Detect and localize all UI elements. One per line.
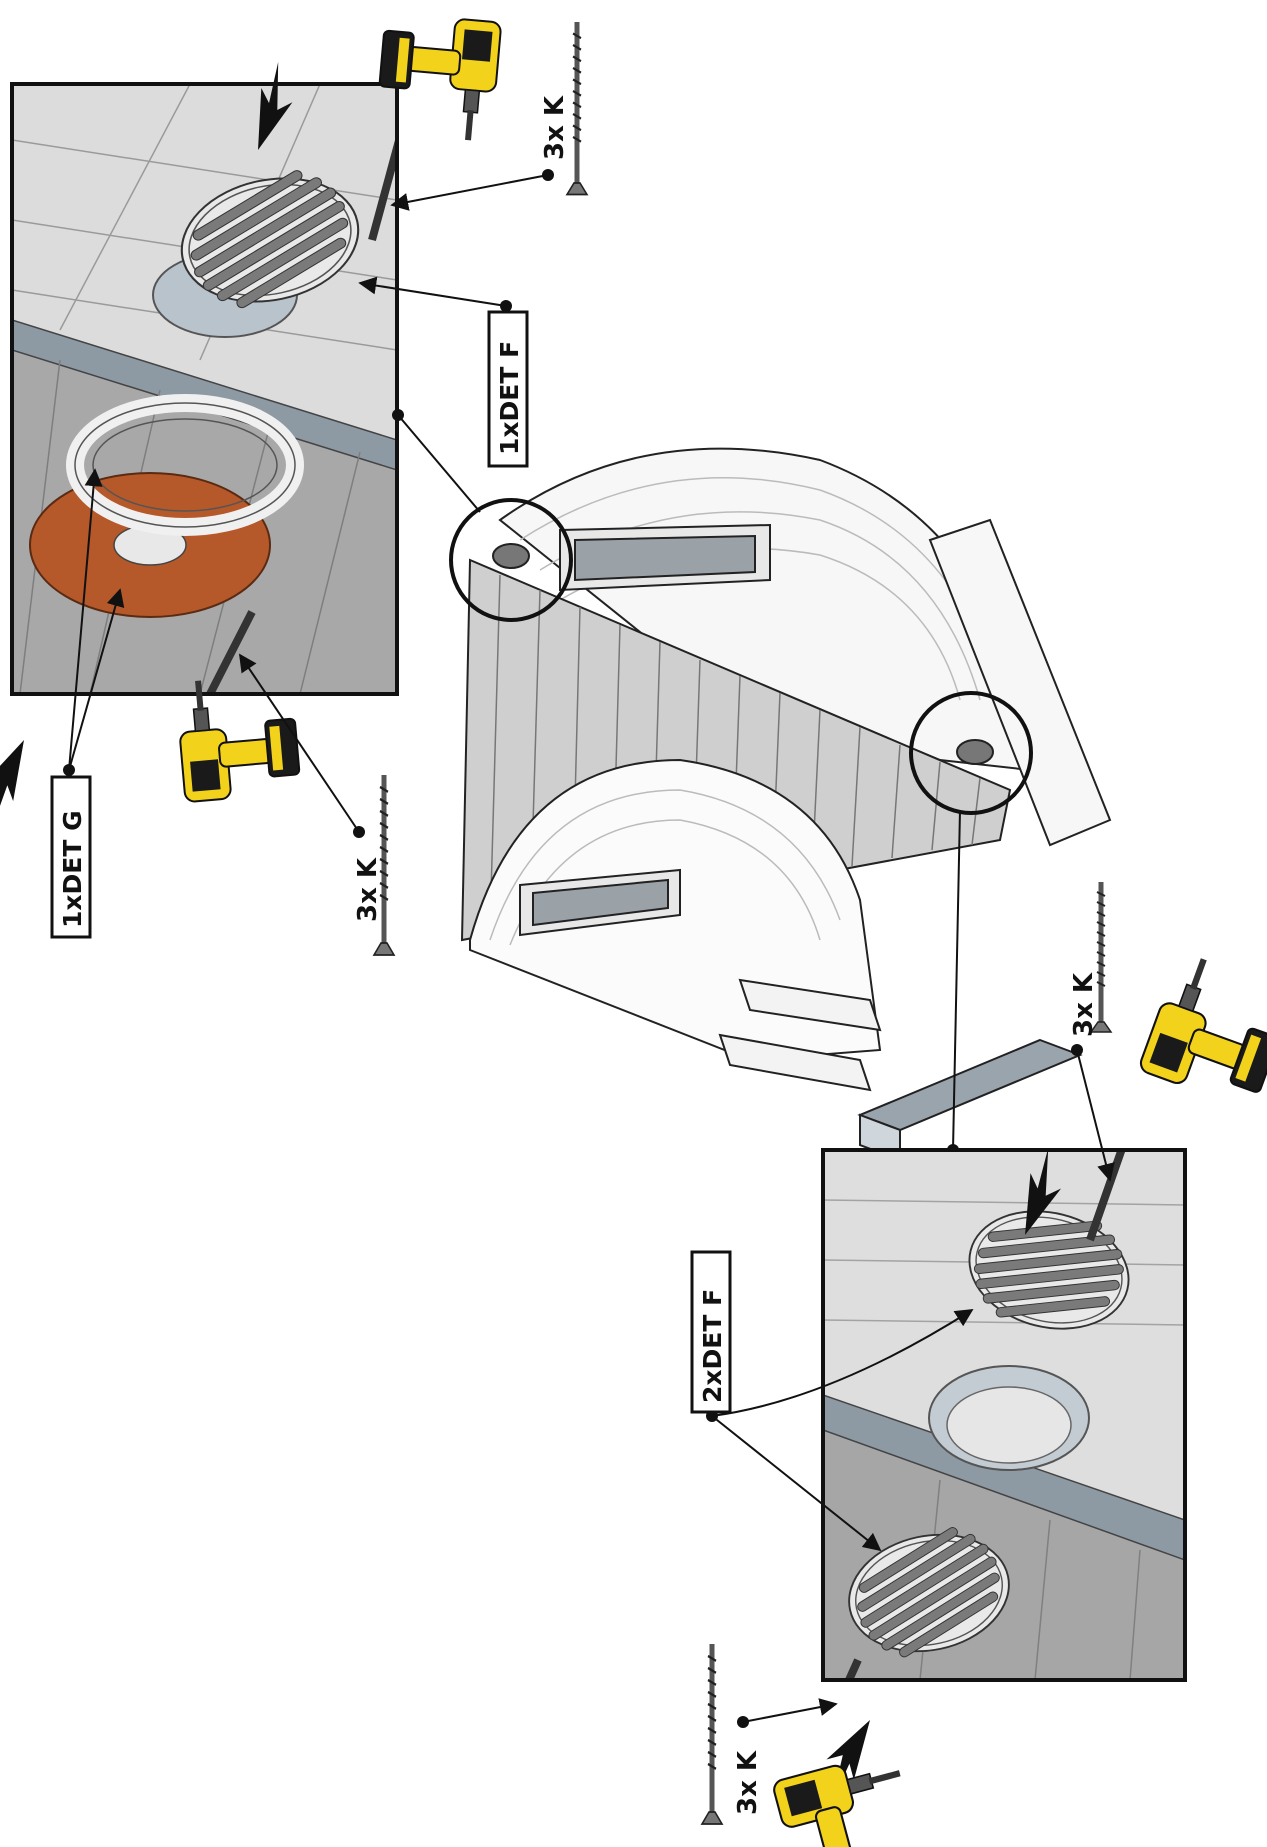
screw-icon <box>567 22 587 195</box>
label-screws-top-left: 3x K <box>353 857 383 922</box>
screw-icon <box>702 1644 722 1824</box>
svg-text:2xDET F: 2xDET F <box>698 1289 727 1403</box>
detail-panel-top <box>10 82 399 696</box>
drill-icon <box>1136 949 1267 1113</box>
label-det-f-top: 1xDET F <box>487 310 529 468</box>
detail-panel-bottom <box>821 1148 1187 1682</box>
svg-text:3x K: 3x K <box>540 95 570 160</box>
svg-text:3x K: 3x K <box>353 857 383 922</box>
label-screws-bottom-left: 3x K <box>733 1750 763 1815</box>
svg-text:1xDET G: 1xDET G <box>58 810 87 928</box>
svg-text:3x K: 3x K <box>1069 972 1099 1037</box>
svg-text:1xDET F: 1xDET F <box>495 341 524 455</box>
label-screws-bottom-right: 3x K <box>1069 972 1099 1037</box>
svg-text:3x K: 3x K <box>733 1750 763 1815</box>
label-screws-top-right: 3x K <box>540 95 570 160</box>
label-det-f-bottom: 2xDET F <box>690 1250 732 1414</box>
sauna-assembly-view <box>449 447 1112 1162</box>
label-det-g: 1xDET G <box>50 775 92 939</box>
insert-arrow-icon <box>0 732 39 829</box>
